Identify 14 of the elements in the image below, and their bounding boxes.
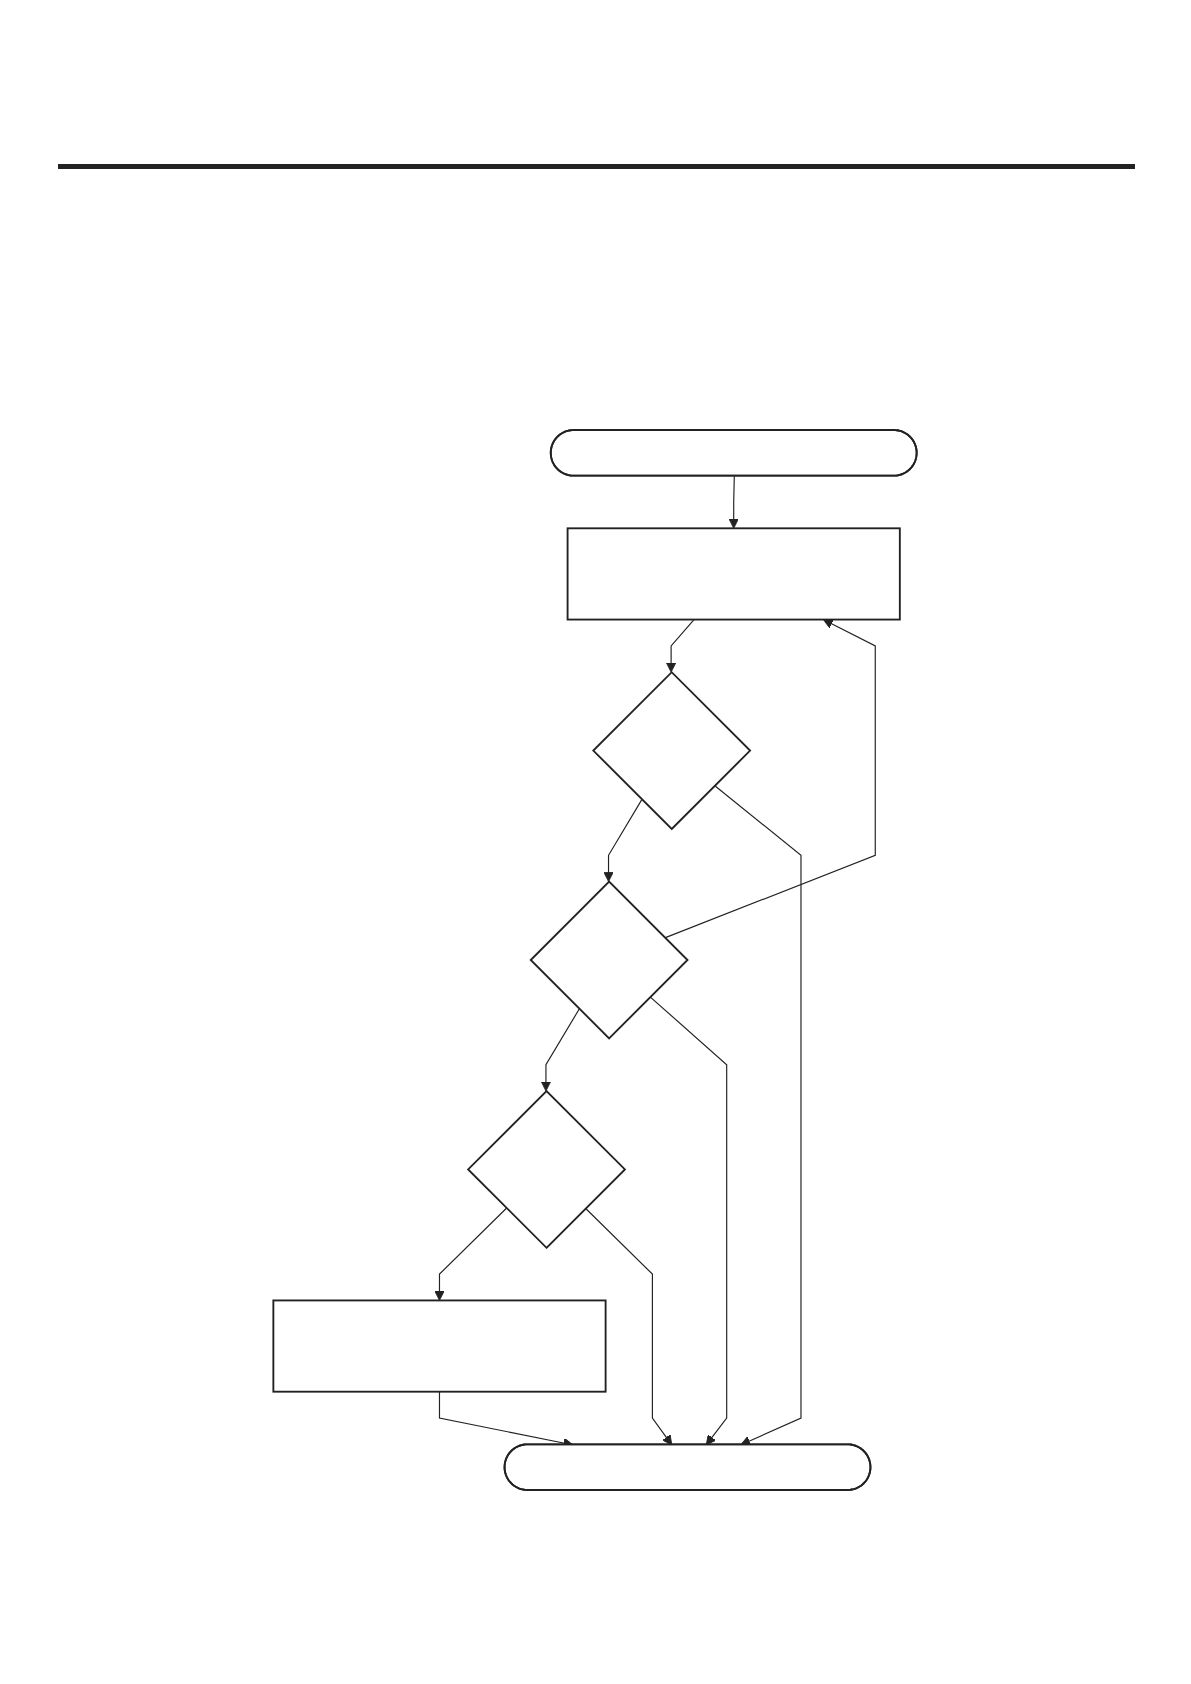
arrow — [434, 1207, 507, 1301]
arrow — [664, 619, 876, 939]
arrow — [649, 996, 728, 1446]
arrow — [713, 785, 802, 1446]
node-box — [272, 1299, 607, 1393]
node-diamond — [592, 670, 752, 831]
arrow — [584, 1207, 673, 1446]
arrow — [603, 799, 643, 883]
node-box — [566, 527, 901, 621]
node-diamond — [466, 1089, 627, 1250]
arrow — [728, 475, 739, 529]
arrow — [665, 618, 695, 673]
arrow — [540, 1008, 580, 1092]
node-diamond — [529, 880, 689, 1040]
